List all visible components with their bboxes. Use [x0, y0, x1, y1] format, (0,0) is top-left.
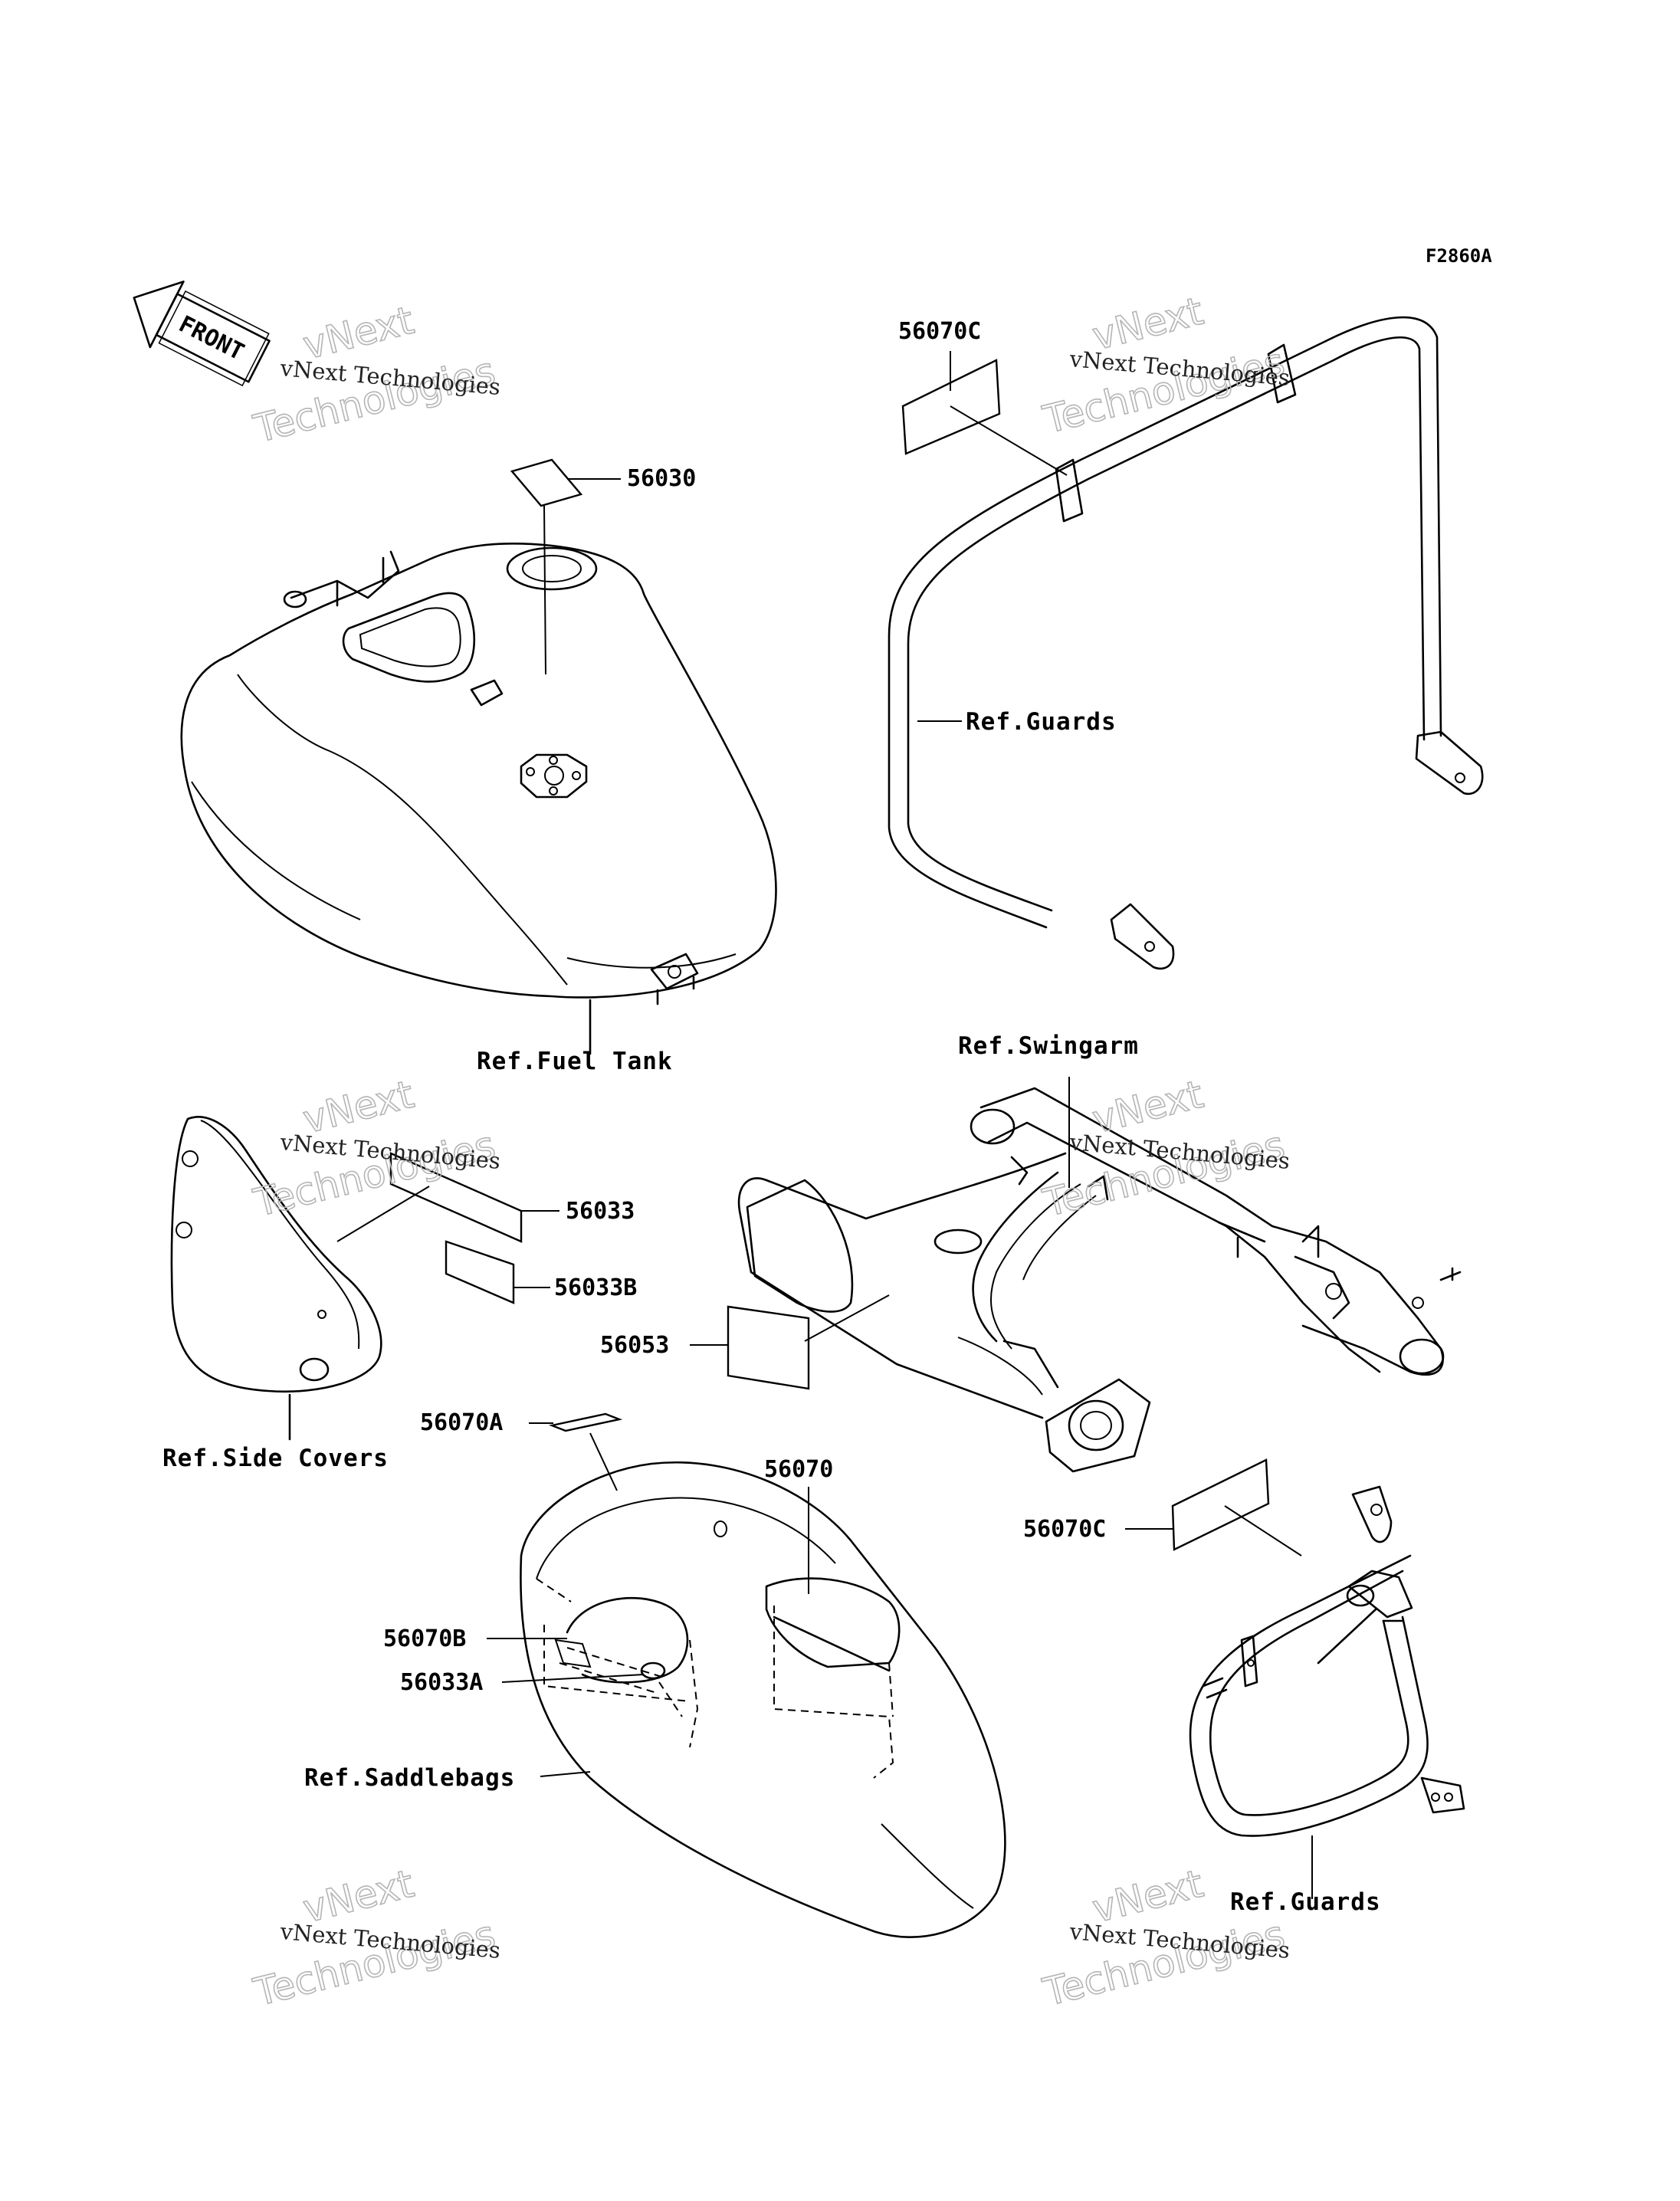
decal-56033	[389, 1152, 523, 1243]
decal-56070C-bottom	[1171, 1458, 1270, 1551]
ref-guards-top: Ref.Guards	[966, 708, 1117, 736]
watermark-3: vNext Technologies vNext Technologies	[248, 1071, 501, 1226]
part-56033: 56033	[566, 1198, 635, 1225]
ref-fuel-tank: Ref.Fuel Tank	[477, 1048, 673, 1075]
ref-saddlebags: Ref.Saddlebags	[304, 1764, 515, 1792]
part-56070: 56070	[764, 1456, 833, 1483]
watermark-5: vNext Technologies vNext Technologies	[248, 1861, 501, 2016]
front-label: FRONT	[175, 310, 248, 366]
ref-guards-bottom: Ref.Guards	[1230, 1888, 1381, 1916]
swingarm-drawing	[737, 1087, 1462, 1473]
bottom-guard-drawing	[1189, 1485, 1465, 1837]
front-arrow-icon: FRONT	[133, 280, 271, 387]
figure-code: F2860A	[1426, 245, 1492, 267]
part-56070C-top: 56070C	[898, 318, 981, 345]
top-guard-drawing	[888, 316, 1484, 970]
watermark-6: vNext Technologies vNext Technologies	[1038, 1861, 1291, 2016]
part-56070B: 56070B	[383, 1625, 466, 1652]
part-56070A: 56070A	[420, 1409, 503, 1436]
part-56070C-bottom: 56070C	[1023, 1516, 1106, 1543]
decal-56030	[510, 458, 583, 507]
part-56033B: 56033B	[554, 1274, 637, 1301]
fuel-tank-drawing	[180, 543, 777, 1055]
decal-56053	[727, 1305, 810, 1390]
decal-56070A	[548, 1412, 623, 1432]
ref-side-covers: Ref.Side Covers	[162, 1445, 389, 1472]
watermark-1: vNext Technologies vNext Technologies	[248, 297, 501, 452]
ref-swingarm: Ref.Swingarm	[958, 1032, 1139, 1060]
part-56053: 56053	[600, 1332, 669, 1359]
part-56030: 56030	[627, 465, 696, 492]
part-56033A: 56033A	[400, 1669, 483, 1696]
side-cover-drawing	[170, 1116, 382, 1441]
decal-56033B	[445, 1240, 515, 1304]
watermark-4: vNext Technologies vNext Technologies	[1038, 1071, 1291, 1226]
saddlebag-drawing	[520, 1461, 1006, 1938]
